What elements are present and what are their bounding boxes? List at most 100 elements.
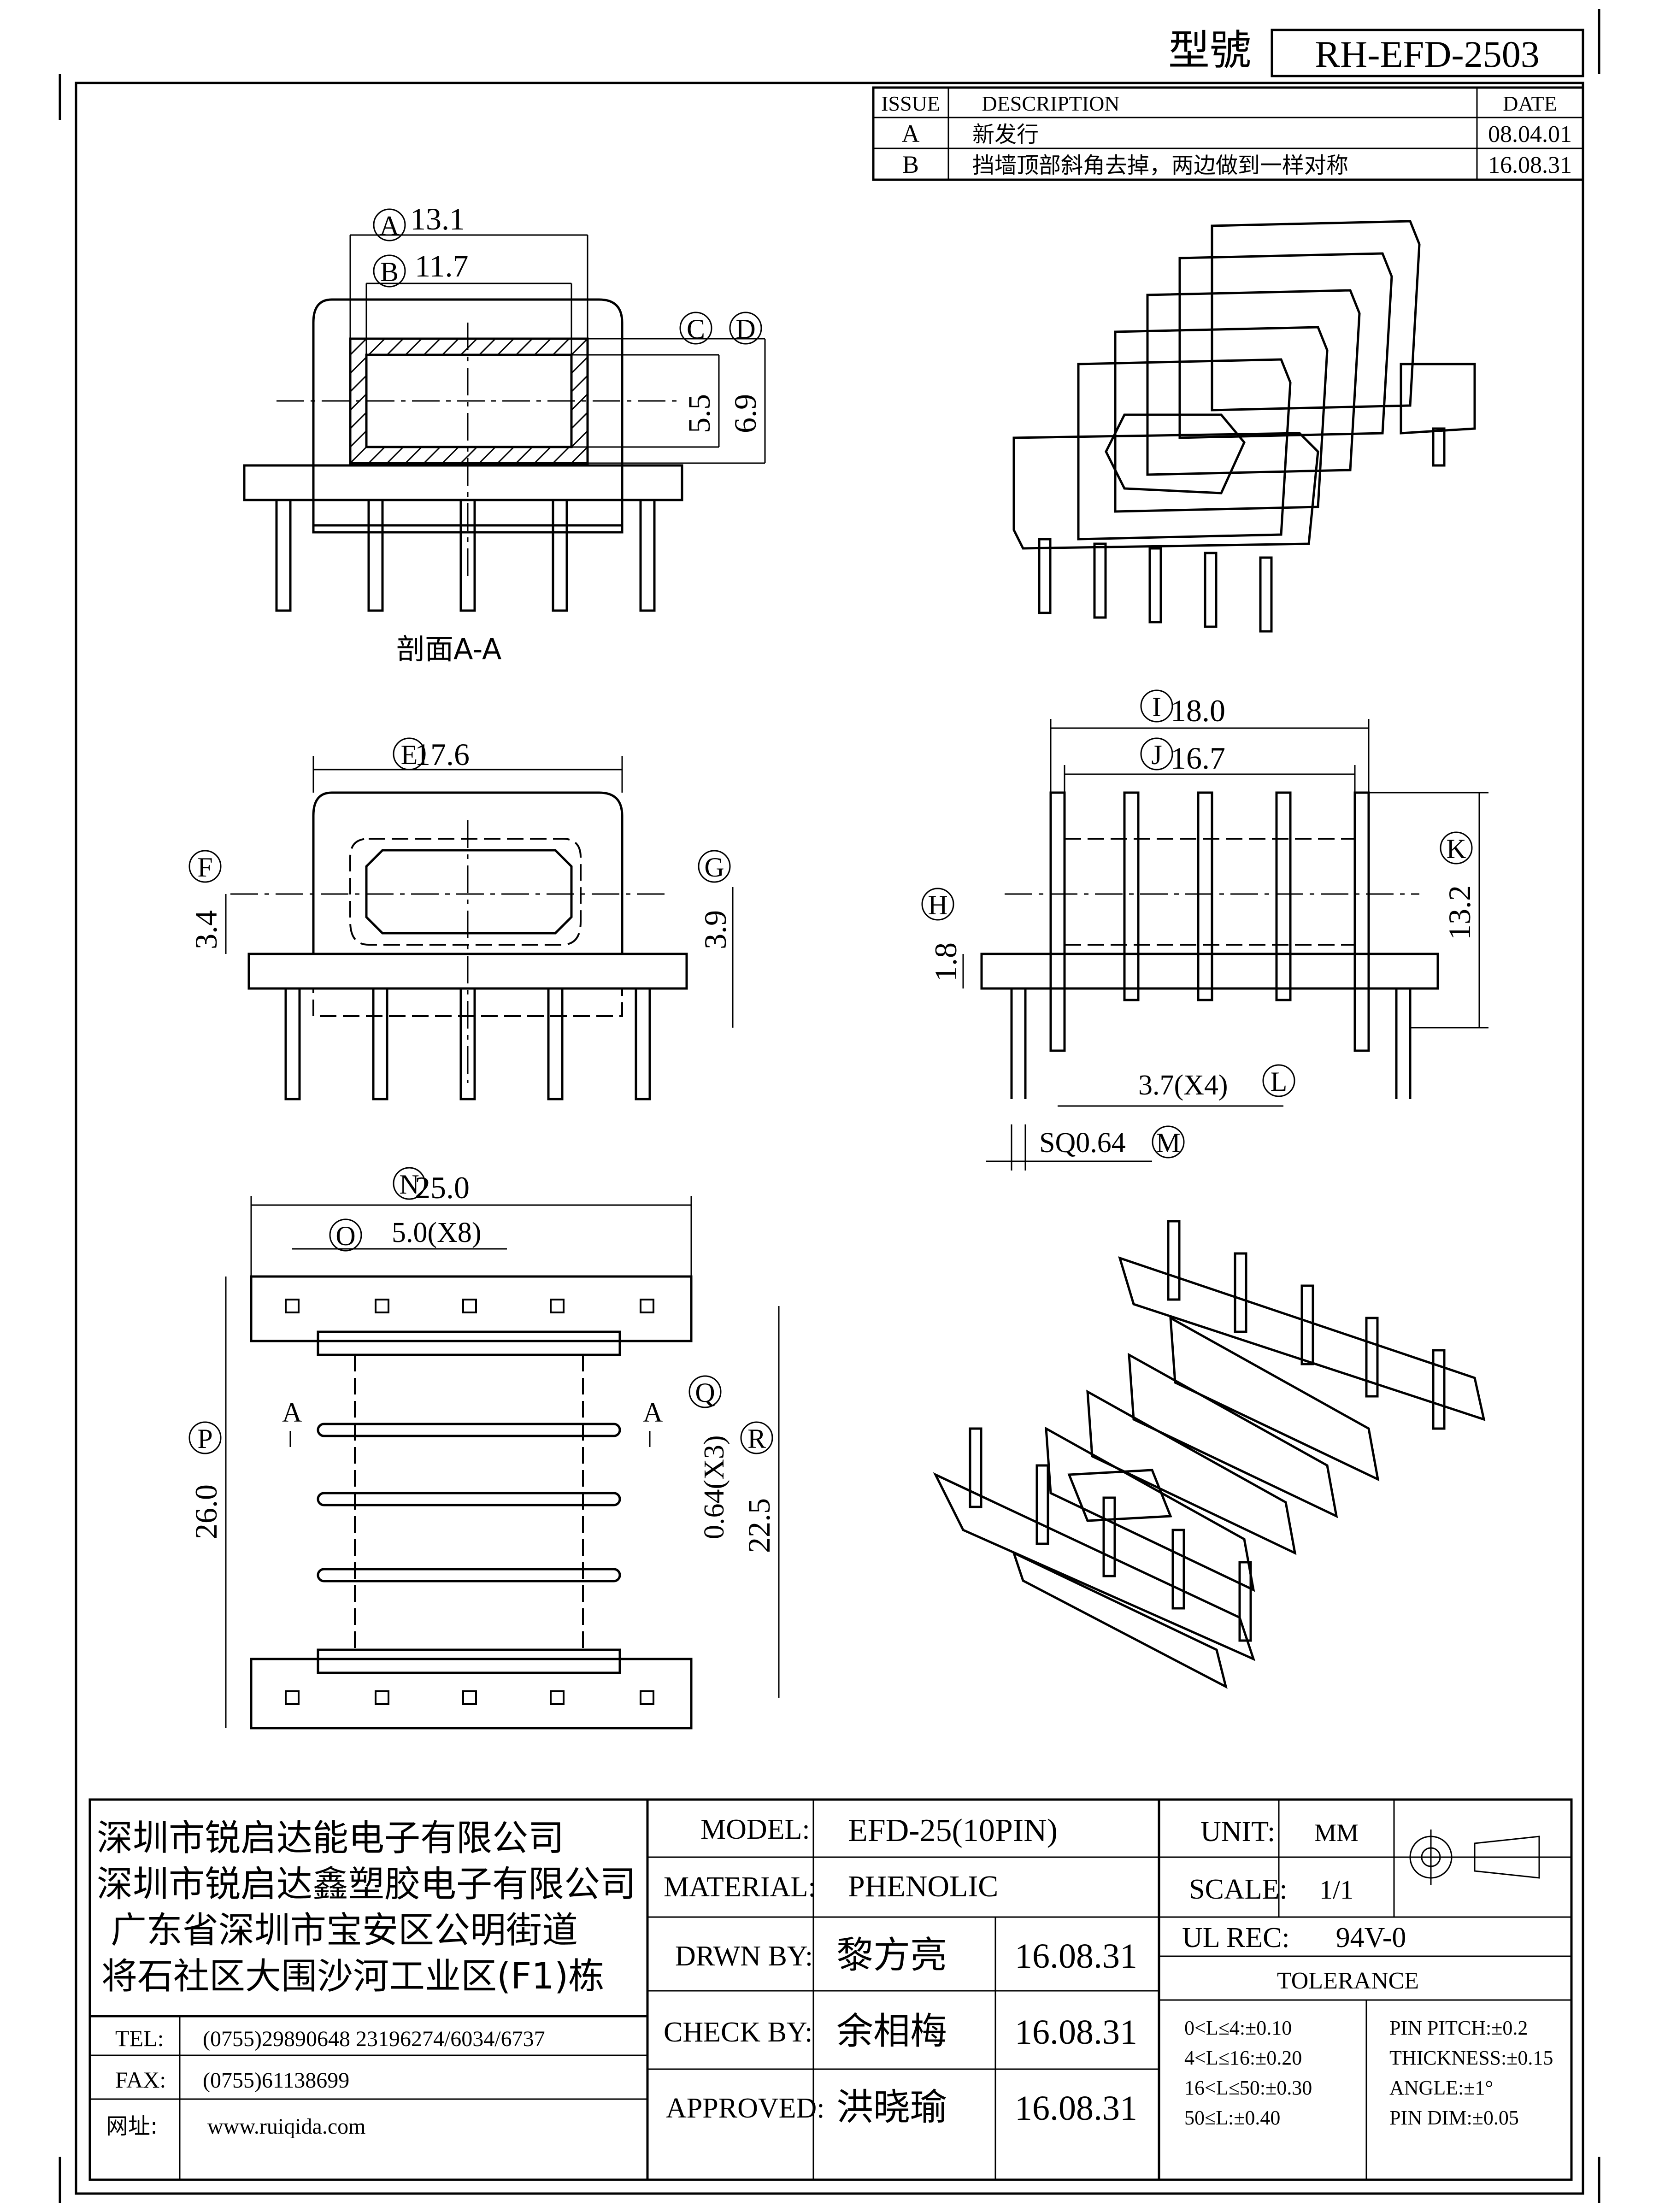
hatch-pattern bbox=[349, 338, 588, 464]
model-field-value: EFD-25(10PIN) bbox=[848, 1813, 1058, 1848]
dim-22-5-value: 22.5 bbox=[741, 1498, 777, 1553]
section-mark-left: A bbox=[282, 1397, 302, 1428]
approved-date: 16.08.31 bbox=[1015, 2089, 1137, 2128]
iso-bottom-pins bbox=[969, 1220, 1446, 1642]
bubble-q: Q bbox=[695, 1377, 715, 1408]
section-view-a-a: 13.1 11.7 5.5 6.9 剖面A-A bbox=[243, 201, 766, 666]
bubble-m: M bbox=[1156, 1128, 1180, 1158]
isometric-view-bottom bbox=[933, 1220, 1486, 1689]
dim-a-value: 13.1 bbox=[410, 201, 465, 236]
bubble-d: D bbox=[735, 314, 755, 344]
dim-0-64-value: 0.64(X3) bbox=[699, 1435, 730, 1539]
bubble-i: I bbox=[1152, 692, 1161, 722]
tel-value: (0755)29890648 23196274/6034/6737 bbox=[203, 2027, 545, 2051]
bubble-a: A bbox=[379, 211, 399, 241]
check-by: 余相梅 bbox=[836, 2010, 947, 2053]
projection-symbol-icon bbox=[1403, 1830, 1553, 1885]
section-label: 剖面A-A bbox=[396, 632, 501, 666]
company-line-2: 深圳市锐启达鑫塑胶电子有限公司 bbox=[97, 1864, 636, 1905]
fax-value: (0755)61138699 bbox=[203, 2068, 349, 2093]
unit-label: UNIT: bbox=[1200, 1816, 1275, 1847]
rev-row-a-issue: A bbox=[902, 120, 920, 147]
iso-top-pins bbox=[1038, 427, 1446, 633]
side-view: 18.0 16.7 13.2 1.8 3.7(X4) SQ0.64 bbox=[928, 693, 1488, 1171]
bubble-e: E bbox=[401, 740, 418, 770]
bubble-p: P bbox=[197, 1424, 212, 1454]
approved-label: APPROVED: bbox=[666, 2093, 825, 2124]
title-block: 深圳市锐启达能电子有限公司 深圳市锐启达鑫塑胶电子有限公司 广东省深圳市宝安区公… bbox=[88, 1798, 1573, 2181]
dim-l-value: 3.7(X4) bbox=[1138, 1070, 1228, 1101]
rev-row-b-issue: B bbox=[902, 151, 919, 178]
front-view: 17.6 3.4 3.9 bbox=[188, 737, 734, 1100]
dim-6-9-value: 6.9 bbox=[728, 394, 763, 433]
bubble-j: J bbox=[1151, 740, 1162, 770]
model-header: 型號 RH-EFD-2503 bbox=[1168, 26, 1584, 77]
web-label: 网址: bbox=[106, 2113, 158, 2139]
tolerance-title: TOLERANCE bbox=[1277, 1968, 1419, 1994]
model-number: RH-EFD-2503 bbox=[1315, 33, 1539, 75]
bubble-o: O bbox=[335, 1221, 355, 1251]
rev-row-a-date: 08.04.01 bbox=[1488, 121, 1572, 147]
dim-1-8-value: 1.8 bbox=[928, 942, 963, 982]
rev-header-description: DESCRIPTION bbox=[982, 92, 1119, 115]
dim-j-value: 16.7 bbox=[1171, 741, 1225, 776]
bubble-r: R bbox=[747, 1424, 766, 1454]
ul-label: UL REC: bbox=[1182, 1922, 1290, 1953]
ul-value: 94V-0 bbox=[1336, 1922, 1406, 1953]
dimension-reference-bubbles: A B C D E F G H I J K L M N O P Q R bbox=[188, 208, 1473, 1454]
tolerance-3: 50≤L:±0.40 bbox=[1184, 2106, 1280, 2129]
tel-label: TEL: bbox=[115, 2025, 164, 2051]
material-label: MATERIAL: bbox=[664, 1871, 816, 1903]
bubble-l: L bbox=[1271, 1066, 1288, 1097]
dim-3-9-value: 3.9 bbox=[698, 910, 733, 949]
company-line-4: 将石社区大围沙河工业区(F1)栋 bbox=[101, 1956, 604, 1997]
company-line-3: 广东省深圳市宝安区公明街道 bbox=[111, 1910, 578, 1951]
tolerance-pin-dim: PIN DIM:±0.05 bbox=[1389, 2106, 1519, 2129]
sheet-border bbox=[59, 9, 1600, 2203]
dim-5-5-value: 5.5 bbox=[682, 394, 717, 433]
scale-label: SCALE: bbox=[1189, 1874, 1288, 1905]
approved-by: 洪晓瑜 bbox=[836, 2086, 947, 2129]
fax-label: FAX: bbox=[115, 2067, 166, 2093]
front-pins bbox=[284, 987, 651, 1100]
revision-table: ISSUE DESCRIPTION DATE A 新发行 08.04.01 B … bbox=[872, 86, 1584, 181]
bottom-view: 25.0 5.0(X8) 26.0 22.5 0.64(X3) A A bbox=[188, 1170, 780, 1730]
dim-o-value: 5.0(X8) bbox=[392, 1217, 482, 1248]
rev-row-b-date: 16.08.31 bbox=[1488, 152, 1572, 178]
dim-i-value: 18.0 bbox=[1171, 693, 1225, 728]
tolerance-1: 4<L≤16:±0.20 bbox=[1184, 2047, 1302, 2069]
unit-value: MM bbox=[1314, 1819, 1359, 1847]
rev-header-issue: ISSUE bbox=[881, 92, 940, 115]
isometric-view-top bbox=[1012, 220, 1476, 633]
tolerance-thickness: THICKNESS:±0.15 bbox=[1389, 2047, 1553, 2069]
section-mark-right: A bbox=[643, 1397, 663, 1428]
drawn-by: 黎方亮 bbox=[836, 1934, 947, 1977]
bottom-pin-pads bbox=[285, 1299, 654, 1705]
bubble-c: C bbox=[687, 314, 705, 344]
bubble-b: B bbox=[380, 257, 399, 287]
tolerance-0: 0<L≤4:±0.10 bbox=[1184, 2017, 1292, 2039]
tolerance-pin-pitch: PIN PITCH:±0.2 bbox=[1389, 2017, 1528, 2039]
rev-header-date: DATE bbox=[1503, 92, 1557, 115]
check-date: 16.08.31 bbox=[1015, 2013, 1137, 2052]
bubble-k: K bbox=[1446, 834, 1466, 864]
tolerance-angle: ANGLE:±1° bbox=[1389, 2077, 1493, 2099]
web-value: www.ruiqida.com bbox=[207, 2114, 365, 2139]
dim-13-2-value: 13.2 bbox=[1442, 885, 1477, 940]
dim-3-4-value: 3.4 bbox=[188, 910, 224, 949]
dim-b-value: 11.7 bbox=[415, 248, 468, 283]
model-field-label: MODEL: bbox=[700, 1814, 810, 1845]
drawn-label: DRWN BY: bbox=[675, 1941, 813, 1972]
model-label: 型號 bbox=[1168, 26, 1251, 75]
section-pins bbox=[275, 499, 656, 612]
bubble-g: G bbox=[704, 852, 724, 882]
rev-row-b-description: 挡墙顶部斜角去掉，两边做到一样对称 bbox=[972, 153, 1348, 178]
bubble-n: N bbox=[399, 1169, 419, 1200]
tolerance-2: 16<L≤50:±0.30 bbox=[1184, 2077, 1312, 2099]
bubble-f: F bbox=[197, 852, 212, 882]
rev-row-a-description: 新发行 bbox=[972, 122, 1039, 147]
dim-26-0-value: 26.0 bbox=[188, 1484, 224, 1539]
material-value: PHENOLIC bbox=[848, 1870, 998, 1903]
scale-value: 1/1 bbox=[1319, 1875, 1353, 1905]
